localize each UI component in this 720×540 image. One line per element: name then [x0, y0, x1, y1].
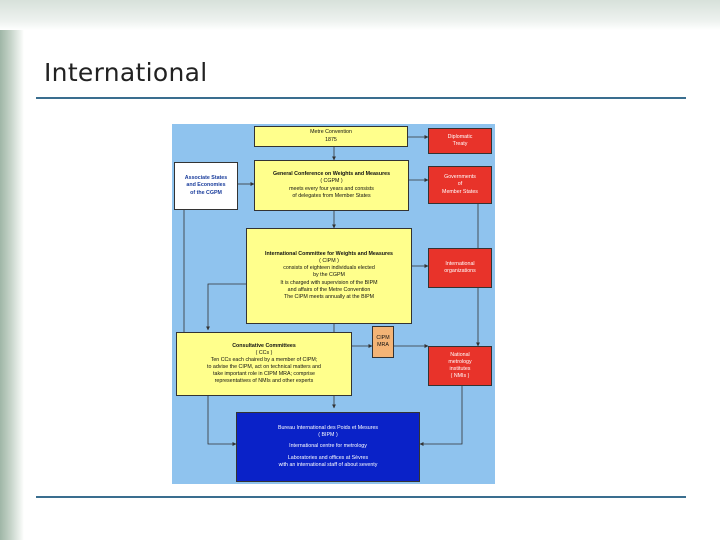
metre-convention-year: 1875: [325, 136, 337, 143]
metre-convention-title: Metre Convention: [310, 129, 352, 136]
consultative-committees-box: Consultative Committees ( CCs ) Ten CCs …: [176, 332, 352, 396]
cgpm-box: General Conference on Weights and Measur…: [254, 160, 409, 211]
international-organizations-box: International organizations: [428, 248, 492, 288]
associate-states-box: Associate States and Economies of the CG…: [174, 162, 238, 210]
metre-convention-box: Metre Convention 1875: [254, 126, 408, 147]
title-rule: [36, 97, 686, 99]
organization-chart: Metre Convention 1875 Diplomatic Treaty …: [172, 124, 495, 484]
nmis-box: National metrology institutes ( NMIs ): [428, 346, 492, 386]
top-decoration: [0, 0, 720, 30]
governments-box: Governments of Member States: [428, 166, 492, 204]
cipm-box: International Committee for Weights and …: [246, 228, 412, 324]
diplomatic-treaty-box: Diplomatic Treaty: [428, 128, 492, 154]
slide-title: International: [44, 58, 208, 87]
side-decoration: [0, 0, 24, 540]
footer-rule: [36, 496, 686, 498]
cipm-mra-box: CIPM MRA: [372, 326, 394, 358]
bipm-box: Bureau International des Poids et Mesure…: [236, 412, 420, 482]
